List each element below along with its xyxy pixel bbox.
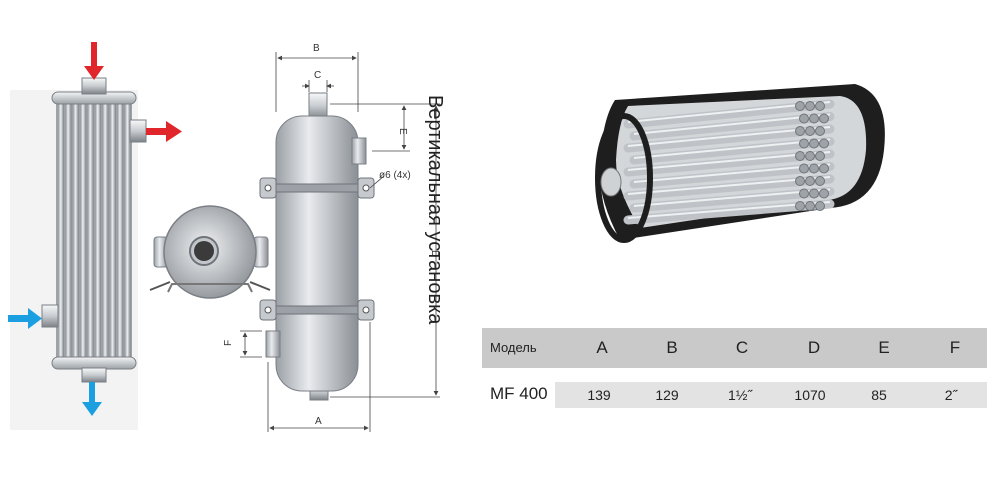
bundle-tube-highlight <box>633 188 831 207</box>
tube <box>124 100 131 362</box>
row-cell-model: MF 400 <box>490 384 548 403</box>
row-cell: 129 <box>655 387 679 403</box>
row-cell: 1½˝ <box>727 387 753 403</box>
technical-drawing <box>259 92 375 401</box>
tube-end <box>795 126 805 136</box>
tube-end <box>805 151 815 161</box>
tube <box>95 100 101 362</box>
dimension-lines <box>240 52 440 432</box>
tube-end <box>799 138 809 149</box>
tube <box>87 100 94 362</box>
header-cell: A <box>596 338 608 357</box>
dim-label-c: C <box>314 70 321 81</box>
tube-end <box>799 163 809 174</box>
bundle-tube <box>629 162 835 189</box>
tube-end <box>815 176 825 186</box>
tube-end <box>815 151 825 161</box>
tube-end <box>815 101 825 111</box>
tube-end <box>799 113 809 124</box>
tube-end <box>809 163 819 174</box>
dim-label-a: A <box>315 416 322 427</box>
tube-end <box>795 201 805 211</box>
tube <box>109 100 116 362</box>
tube-end <box>815 126 825 136</box>
tube <box>58 100 64 362</box>
tube-end <box>795 101 805 111</box>
bundle-tube-highlight <box>633 138 831 159</box>
tube-end <box>795 151 805 161</box>
row-cell: 1070 <box>794 387 826 403</box>
dim-label-f: F <box>223 340 234 346</box>
tube-bundle-view <box>10 77 147 430</box>
header-cell: B <box>666 338 678 357</box>
header-cell: D <box>807 338 821 357</box>
bundle-tube-highlight <box>633 163 831 183</box>
tube-end <box>795 176 805 186</box>
tube-end <box>805 201 815 211</box>
tube-end <box>819 113 829 124</box>
table-row: MF 400 139 129 1½˝ 1070 85 2˝ <box>482 382 987 408</box>
tube-end <box>809 188 819 199</box>
tube <box>80 100 87 362</box>
row-cell: 85 <box>871 387 887 403</box>
dim-label-e: E <box>397 128 408 135</box>
arrow-down-red-icon <box>84 42 104 80</box>
orientation-label: Вертикальная установка <box>424 95 446 325</box>
cutaway-view <box>595 84 885 243</box>
tube-end <box>819 163 829 174</box>
arrow-right-red-icon <box>146 121 182 142</box>
tube-end <box>815 201 825 211</box>
tube <box>117 100 124 362</box>
row-cell: 139 <box>587 387 611 403</box>
tube <box>102 100 109 362</box>
tube-end <box>819 188 829 199</box>
tube-end <box>805 176 815 186</box>
spec-table-header: Модель A B C D E F <box>482 328 987 368</box>
spec-table: Модель A B C D E F MF 400 139 129 1½˝ 10… <box>482 328 987 408</box>
tube-end <box>805 126 815 136</box>
tube-end <box>799 188 809 199</box>
row-cell: 2˝ <box>944 387 958 403</box>
arrow-down-blue-icon <box>82 382 102 416</box>
header-cell: E <box>878 338 890 357</box>
hole-label: ø6 (4x) <box>379 170 411 181</box>
header-cell: C <box>735 338 749 357</box>
tube-end <box>809 138 819 149</box>
dim-label-d: D <box>429 250 440 257</box>
header-cell-model: Модель <box>490 340 537 355</box>
tube-end <box>809 113 819 124</box>
tube-end <box>805 101 815 111</box>
dim-label-b: B <box>313 43 320 54</box>
tube <box>72 100 79 362</box>
tube-end <box>819 138 829 149</box>
bundle-tube <box>629 187 835 213</box>
bundle-tube <box>629 137 835 165</box>
end-view <box>149 205 271 299</box>
header-cell: F <box>949 338 961 357</box>
tube <box>65 100 72 362</box>
arrow-right-blue-icon <box>8 308 42 329</box>
